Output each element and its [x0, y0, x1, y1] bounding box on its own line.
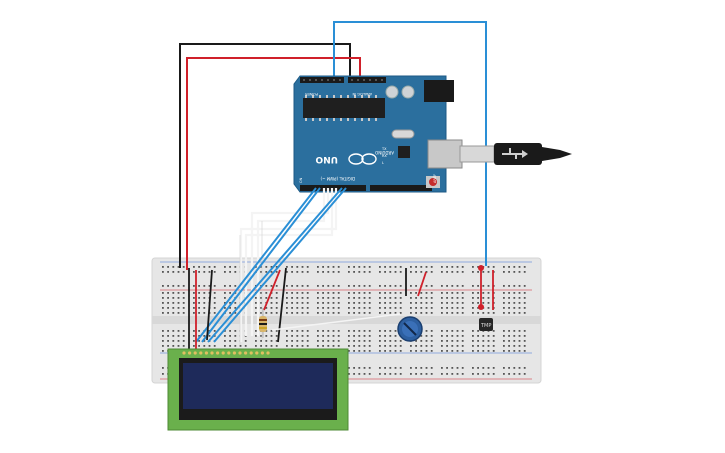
wire-blue-4[interactable]	[201, 187, 321, 343]
lcd-pin[interactable]	[193, 351, 197, 355]
header-digital-high	[370, 185, 432, 191]
l-label: L	[382, 161, 384, 165]
capacitor-icon	[385, 85, 399, 99]
atmega-chip	[303, 98, 385, 118]
lcd-pin[interactable]	[204, 351, 208, 355]
arduino-logo-icon	[348, 153, 377, 165]
lcd-pin[interactable]	[260, 351, 264, 355]
lcd-pin[interactable]	[249, 351, 253, 355]
header-analog	[348, 77, 386, 83]
wire-pot-wiper[interactable]	[271, 313, 401, 331]
wire-white-3[interactable]	[250, 188, 330, 336]
lcd-pin[interactable]	[199, 351, 203, 355]
lcd-screen	[183, 363, 333, 409]
wire-blue-3[interactable]	[195, 187, 317, 343]
lcd-pin[interactable]	[227, 351, 231, 355]
wire-5v-red[interactable]	[186, 57, 361, 270]
usb-symbol-icon	[502, 148, 528, 159]
brand-label: ARDUINO	[375, 150, 394, 155]
power-wires[interactable]	[179, 21, 487, 270]
lcd-pin[interactable]	[221, 351, 225, 355]
lcd-pin[interactable]	[255, 351, 259, 355]
capacitor-icon	[401, 85, 415, 99]
wire-gnd-black[interactable]	[179, 43, 351, 268]
pot-knob-indicator	[403, 322, 417, 336]
tx-label: TX	[381, 147, 387, 151]
wire-a0-blue[interactable]	[333, 21, 487, 266]
wire-blue-2[interactable]	[213, 187, 347, 343]
lcd-pin[interactable]	[182, 351, 186, 355]
jumper-wires[interactable]	[188, 265, 494, 350]
power-jack	[424, 80, 454, 102]
aref-label: AREF	[433, 174, 437, 183]
lcd-pin[interactable]	[216, 351, 220, 355]
crystal-icon	[391, 129, 415, 139]
wire-endpoint[interactable]	[478, 304, 484, 310]
lcd-pin[interactable]	[244, 351, 248, 355]
rx-label: RX	[382, 154, 387, 158]
lcd-pin[interactable]	[188, 351, 192, 355]
lcd-pin[interactable]	[210, 351, 214, 355]
usb-chip	[398, 146, 410, 158]
wire-endpoint[interactable]	[478, 265, 484, 271]
lcd-pin[interactable]	[238, 351, 242, 355]
analog-label: ANALOG IN	[352, 92, 372, 96]
digital-label: DIGITAL (PWM ~)	[320, 176, 355, 181]
sensor-label: TMP	[480, 323, 491, 329]
potentiometer[interactable]	[397, 316, 423, 342]
lcd-display[interactable]	[167, 348, 349, 431]
usb-port	[427, 139, 463, 169]
signal-wires[interactable]	[195, 187, 347, 345]
wire-blue-1[interactable]	[207, 187, 343, 343]
temperature-sensor[interactable]: TMP	[479, 318, 493, 331]
usb-cable[interactable]	[459, 143, 572, 165]
power-label: POWER	[304, 92, 318, 96]
arduino-uno-board[interactable]: UNO ARDUINO DIGITAL (PWM ~) POWER ANALOG…	[293, 75, 463, 193]
board-label: UNO	[315, 154, 338, 164]
on-label: ON	[299, 177, 303, 183]
lcd-pin-header	[182, 351, 270, 355]
resistor[interactable]	[259, 308, 267, 338]
lcd-pin[interactable]	[232, 351, 236, 355]
lcd-pin[interactable]	[266, 351, 270, 355]
reset-button[interactable]	[429, 178, 437, 186]
